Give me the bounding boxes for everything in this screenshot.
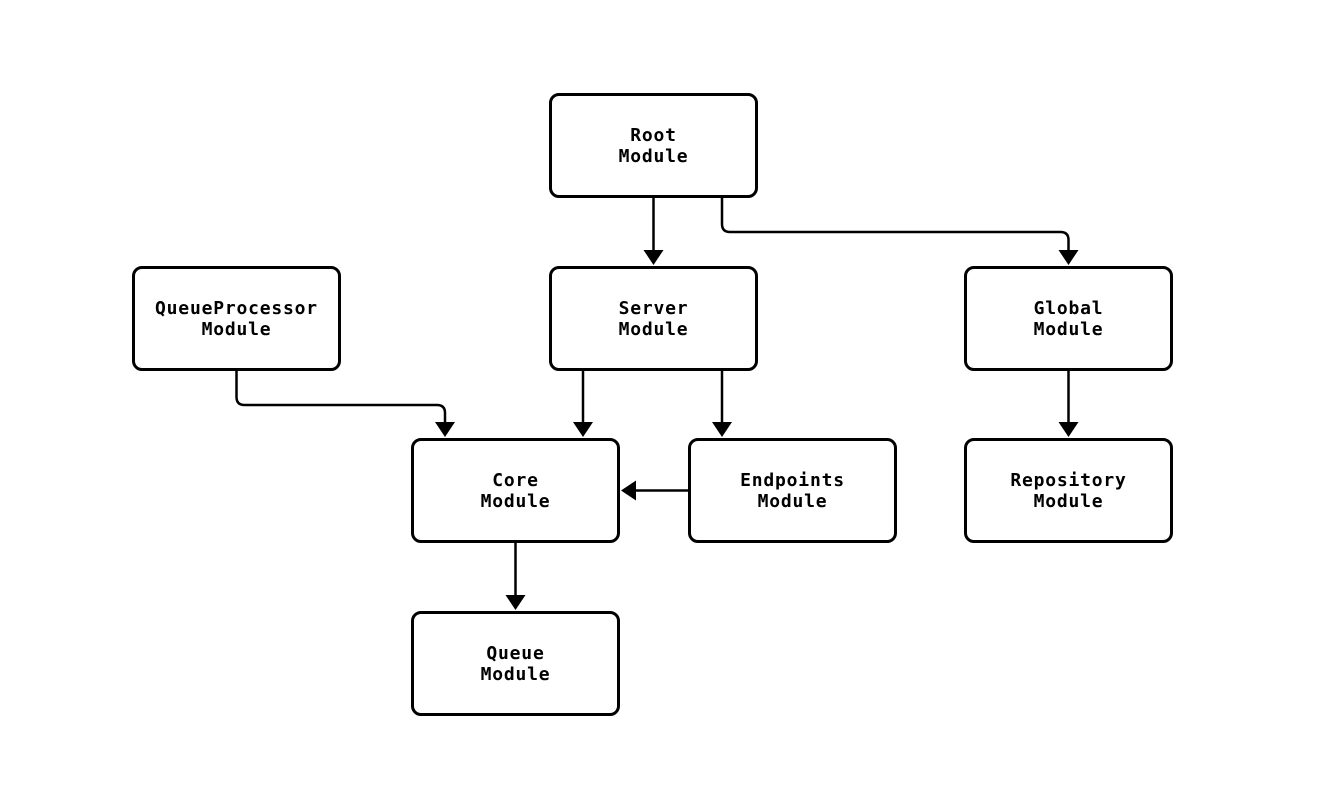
edge-endpoints-to-core [621, 480, 688, 501]
edge-server-to-endpoints [712, 370, 732, 437]
node-core-module-label: Core Module [480, 469, 551, 512]
arrowhead-down-icon [505, 595, 526, 610]
arrowhead-down-icon [573, 422, 593, 437]
edge-core-to-queue [505, 542, 526, 610]
node-queue-module-label: Queue Module [480, 642, 551, 685]
arrowhead-down-icon [643, 250, 664, 265]
node-endpoints-module: Endpoints Module [688, 438, 897, 543]
node-root-module-label: Root Module [618, 124, 689, 167]
arrowhead-down-icon [435, 422, 455, 437]
node-root-module: Root Module [549, 93, 758, 198]
node-endpoints-module-label: Endpoints Module [740, 469, 845, 512]
node-repository-module: Repository Module [964, 438, 1173, 543]
node-queueprocessor-module: QueueProcessor Module [132, 266, 341, 371]
node-queue-module: Queue Module [411, 611, 620, 716]
node-queueprocessor-module-label: QueueProcessor Module [155, 297, 318, 340]
node-core-module: Core Module [411, 438, 620, 543]
edge-queueprocessor-to-core [235, 370, 455, 437]
arrowhead-down-icon [712, 422, 732, 437]
edge-server-to-core [573, 370, 593, 437]
node-global-module-label: Global Module [1033, 297, 1104, 340]
node-server-module: Server Module [549, 266, 758, 371]
arrowhead-down-icon [1058, 422, 1079, 437]
node-repository-module-label: Repository Module [1010, 469, 1127, 512]
arrowhead-left-icon [621, 480, 636, 501]
edge-line [235, 370, 447, 423]
edge-global-to-repository [1058, 370, 1079, 437]
node-global-module: Global Module [964, 266, 1173, 371]
edge-root-to-server [643, 197, 664, 265]
node-server-module-label: Server Module [618, 297, 689, 340]
edge-line [720, 197, 1070, 251]
arrowhead-down-icon [1058, 250, 1079, 265]
edge-root-to-global [720, 197, 1079, 265]
